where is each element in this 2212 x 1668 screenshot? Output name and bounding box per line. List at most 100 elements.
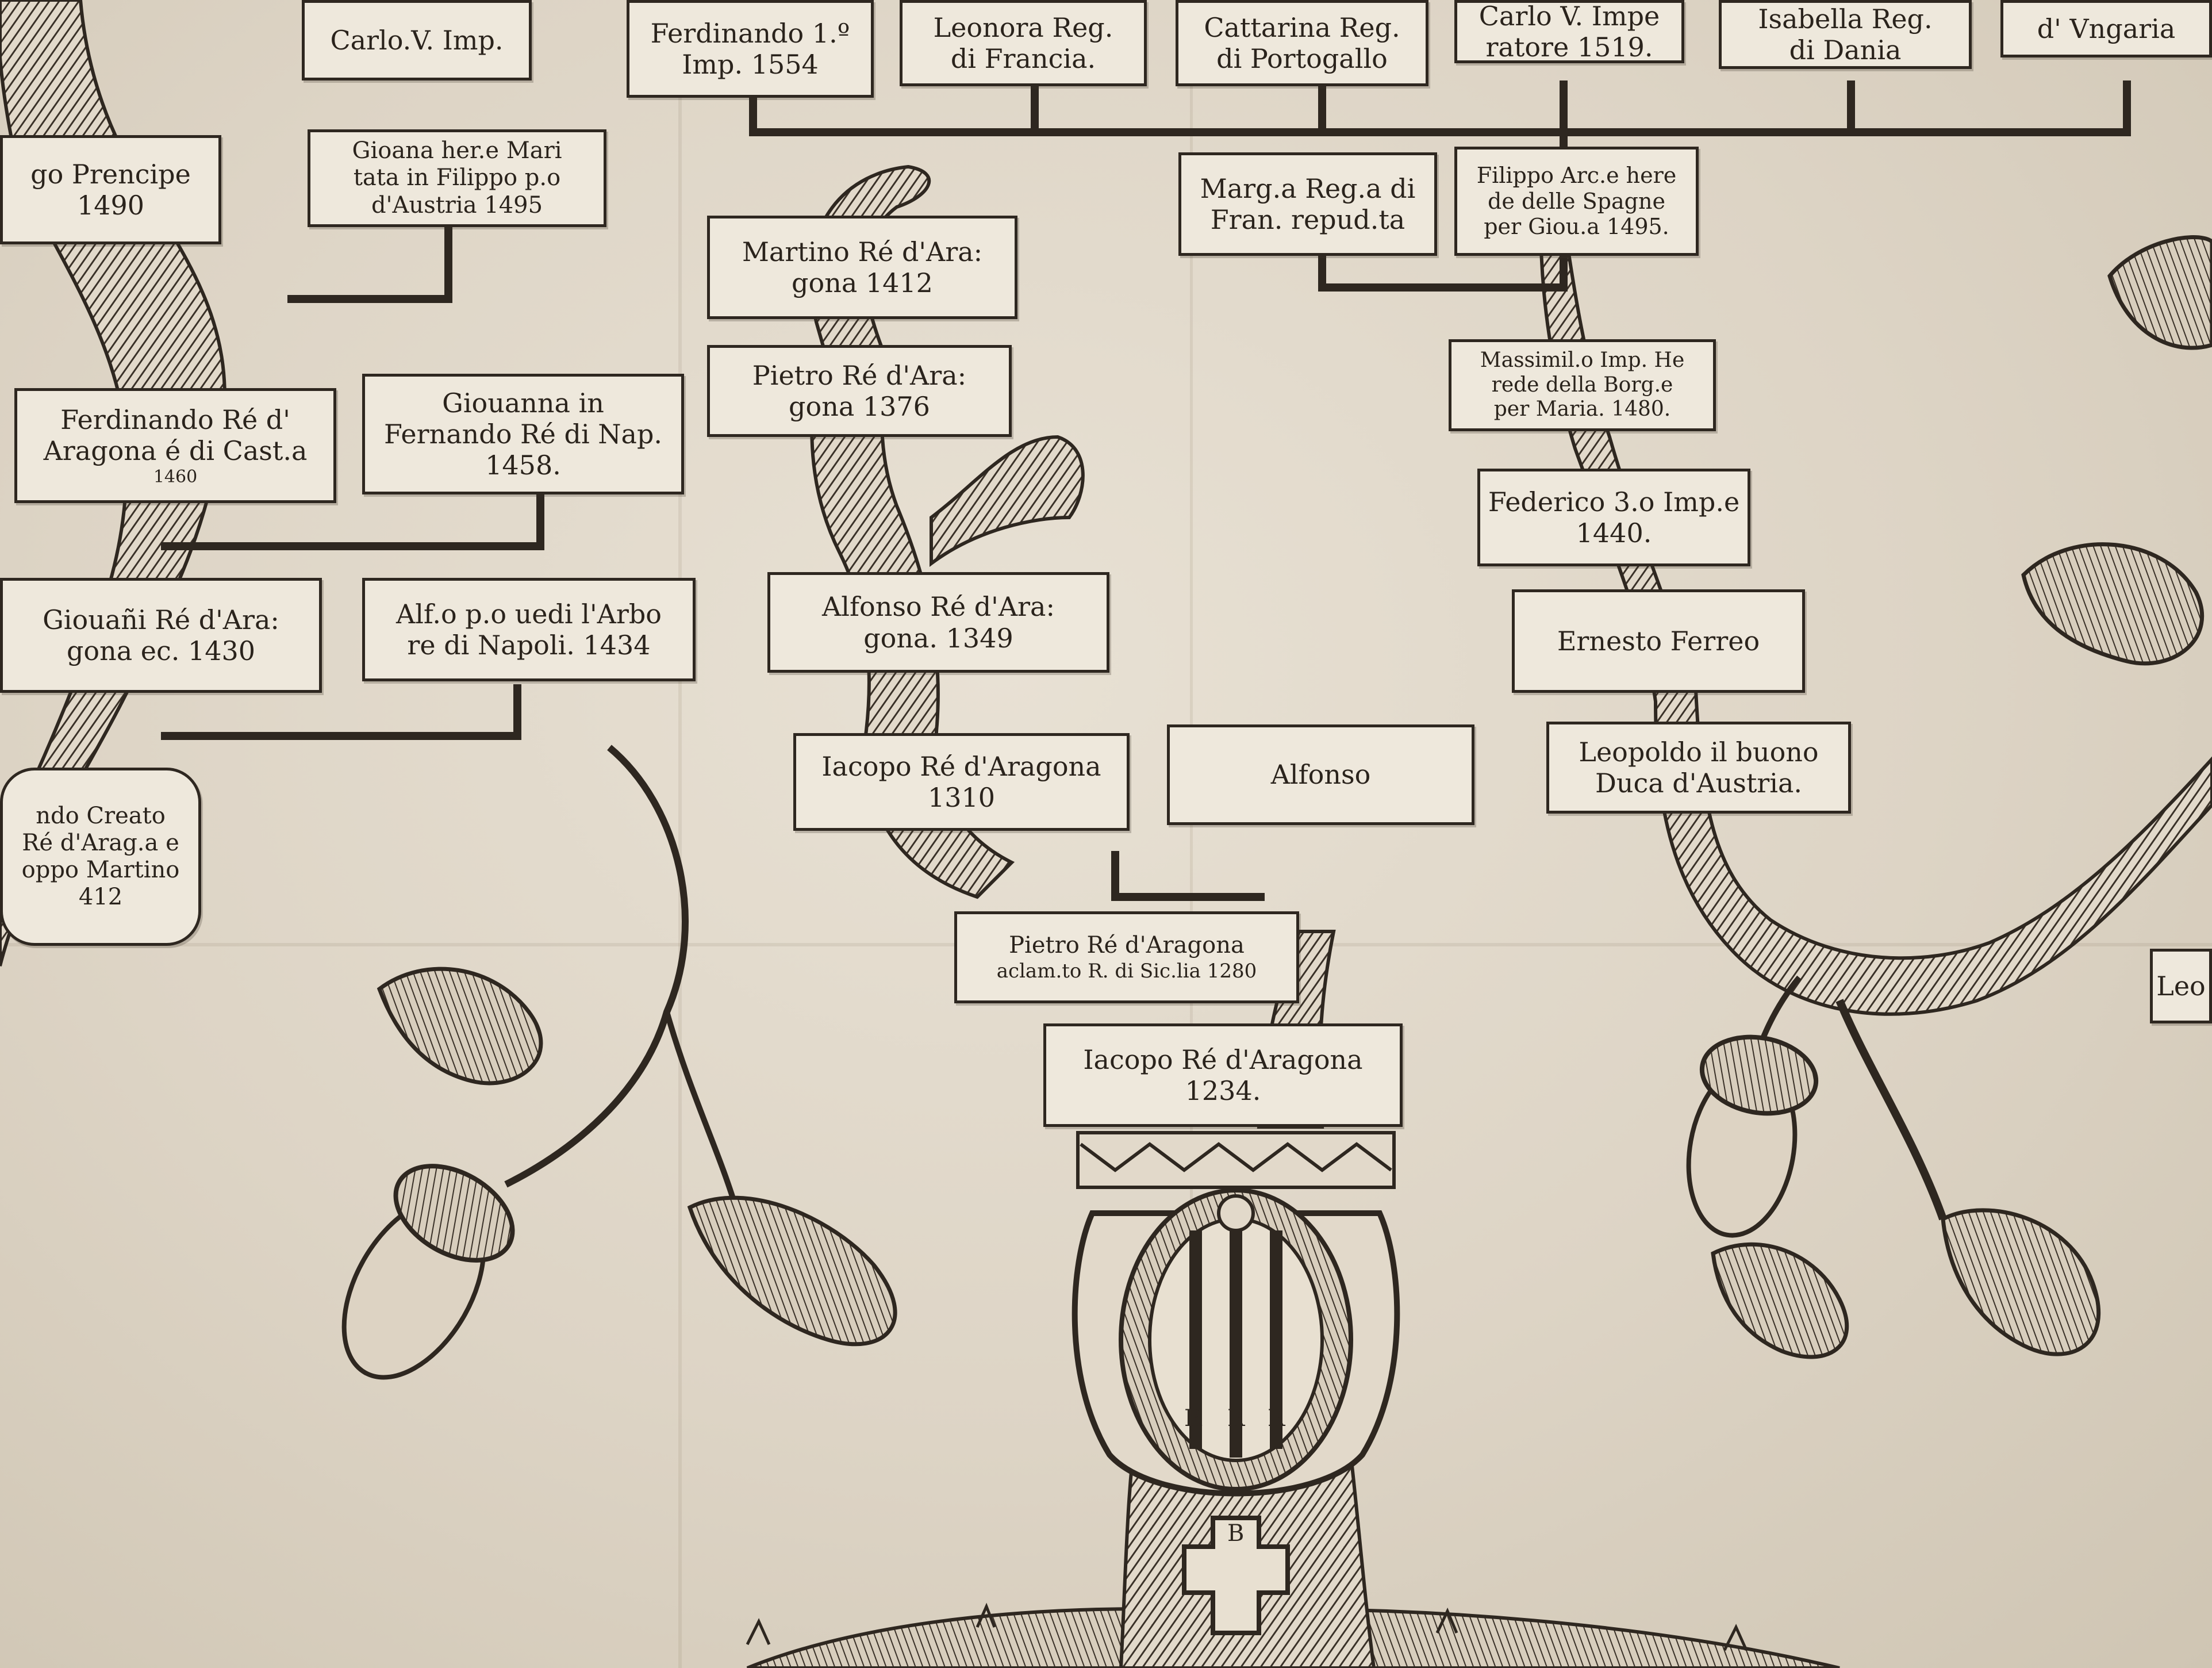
label-alfonso: Alfonso	[1167, 724, 1474, 825]
label-line: per Maria. 1480.	[1493, 397, 1671, 421]
label-line: Pietro Ré d'Aragona	[1009, 932, 1245, 959]
label-line: 1490	[76, 190, 145, 221]
label-line: Leopoldo il buono	[1579, 736, 1819, 768]
label-line: Marg.a Reg.a di	[1200, 172, 1416, 204]
label-alfonso-1349: Alfonso Ré d'Ara: gona. 1349	[767, 572, 1109, 673]
label-line: Duca d'Austria.	[1595, 768, 1803, 799]
label-carlo-v-imperatore: Carlo V. Impe ratore 1519.	[1454, 0, 1684, 63]
label-line: Carlo V. Impe	[1478, 0, 1660, 32]
paper-fold-vertical	[678, 0, 682, 1668]
label-line: di Portogallo	[1216, 43, 1388, 74]
label-line: tata in Filippo p.o	[353, 164, 561, 191]
label-gioana: Gioana her.e Mari tata in Filippo p.o d'…	[308, 129, 606, 227]
label-line: di Francia.	[950, 43, 1096, 74]
label-ernesto: Ernesto Ferreo	[1512, 589, 1805, 693]
label-line: Iacopo Ré d'Aragona	[821, 750, 1101, 782]
label-line: Isabella Reg.	[1758, 3, 1933, 34]
label-ferdinando-re: Ferdinando Ré d' Aragona é di Cast.a 146…	[14, 388, 336, 503]
label-line: Filippo Arc.e here	[1476, 162, 1677, 188]
label-line: Fran. repud.ta	[1210, 204, 1405, 235]
label-line: 1458.	[485, 450, 561, 481]
grass-tufts	[746, 1602, 1748, 1651]
label-line: 1440.	[1576, 517, 1652, 549]
shield-letter-3: R	[1268, 1405, 1286, 1432]
label-giovanna: Giouanna in Fernando Ré di Nap. 1458.	[362, 374, 684, 494]
label-line: Federico 3.o Imp.e	[1488, 486, 1740, 517]
cross-letter: B	[1227, 1520, 1244, 1547]
label-line: gona 1376	[789, 391, 930, 422]
label-leonora: Leonora Reg. di Francia.	[900, 0, 1147, 86]
label-line: 1234.	[1185, 1075, 1261, 1106]
label-ferdinando-creato: ndo Creato Ré d'Arag.a e oppo Martino 41…	[0, 768, 201, 946]
label-line: Imp. 1554	[682, 49, 819, 80]
shield-letter-2: R	[1227, 1405, 1246, 1432]
label-line: Ré d'Arag.a e	[22, 829, 179, 856]
label-leopoldo: Leopoldo il buono Duca d'Austria.	[1546, 722, 1851, 814]
label-line: Alfonso	[1270, 759, 1371, 791]
label-line: Aragona é di Cast.a	[43, 435, 308, 467]
label-line: Massimil.o Imp. He	[1480, 348, 1685, 373]
label-line: oppo Martino	[21, 857, 180, 883]
label-ferdinando-i-imp: Ferdinando 1.º Imp. 1554	[627, 0, 874, 98]
label-carlo-v-imp: Carlo.V. Imp.	[302, 0, 532, 80]
label-partial-right: Leo	[2150, 949, 2212, 1023]
label-massimiliano: Massimil.o Imp. He rede della Borg.e per…	[1449, 339, 1716, 431]
label-line: Gioana her.e Mari	[352, 137, 562, 164]
label-line: Ferdinando 1.º	[650, 17, 850, 49]
label-maria-vngaria: d' Vngaria	[2000, 0, 2212, 57]
label-iacopo-1310: Iacopo Ré d'Aragona 1310	[793, 733, 1130, 831]
label-cattarina: Cattarina Reg. di Portogallo	[1176, 0, 1428, 86]
label-filippo: Filippo Arc.e here de delle Spagne per G…	[1454, 147, 1699, 256]
label-line: Leonora Reg.	[933, 11, 1113, 43]
cut-stub	[930, 435, 1085, 567]
paper-fold-vertical-2	[1190, 0, 1193, 1668]
label-line: ratore 1519.	[1485, 32, 1653, 63]
aragon-coat-of-arms	[1072, 1131, 1400, 1635]
label-line: 412	[78, 884, 123, 911]
label-federico: Federico 3.o Imp.e 1440.	[1477, 469, 1750, 566]
label-line: Leo	[2156, 970, 2206, 1002]
label-isabella: Isabella Reg. di Dania	[1719, 0, 1972, 69]
label-line: go Prencipe	[30, 158, 191, 190]
label-line: aclam.to R. di Sic.lia 1280	[996, 959, 1257, 983]
label-iacopo-1234: Iacopo Ré d'Aragona 1234.	[1043, 1023, 1403, 1127]
label-pietro-1280: Pietro Ré d'Aragona aclam.to R. di Sic.l…	[954, 911, 1299, 1003]
label-pietro-1376: Pietro Ré d'Ara: gona 1376	[707, 345, 1012, 437]
label-line: Cattarina Reg.	[1204, 11, 1400, 43]
shield-letter-1: R	[1184, 1405, 1203, 1432]
label-line: ndo Creato	[36, 802, 166, 829]
label-line: re di Napoli. 1434	[407, 630, 651, 661]
label-line: Martino Ré d'Ara:	[742, 236, 983, 267]
label-line: 1460	[153, 466, 198, 487]
label-line: rede della Borg.e	[1491, 373, 1673, 397]
label-line: Fernando Ré di Nap.	[383, 418, 663, 450]
label-line: 1310	[927, 782, 996, 813]
connector-lines	[161, 80, 2131, 901]
label-line: Alf.o p.o uedi l'Arbo	[396, 598, 662, 630]
label-alfonso-v: Alf.o p.o uedi l'Arbo re di Napoli. 1434	[362, 578, 696, 681]
label-giovanni-re: Giouañi Ré d'Ara: gona ec. 1430	[0, 578, 322, 693]
label-line: di Dania	[1789, 34, 1902, 66]
label-line: Ferdinando Ré d'	[60, 404, 290, 436]
label-line: per Giou.a 1495.	[1484, 214, 1669, 240]
label-line: Giouañi Ré d'Ara:	[43, 604, 279, 635]
label-line: de delle Spagne	[1488, 188, 1665, 214]
right-twig	[1835, 999, 1947, 1221]
label-line: gona ec. 1430	[66, 635, 256, 666]
label-line: d'Austria 1495	[371, 191, 543, 218]
acorns-and-leaves	[341, 235, 2212, 1380]
label-line: d' Vngaria	[2037, 13, 2176, 44]
label-line: Pietro Ré d'Ara:	[752, 359, 967, 391]
label-line: Giouanna in	[442, 387, 604, 419]
label-line: Ernesto Ferreo	[1557, 625, 1760, 657]
label-line: gona 1412	[792, 267, 933, 298]
label-line: gona. 1349	[863, 622, 1013, 654]
label-line: Alfonso Ré d'Ara:	[822, 591, 1055, 623]
label-margherita: Marg.a Reg.a di Fran. repud.ta	[1178, 152, 1437, 256]
label-line: Carlo.V. Imp.	[330, 24, 504, 56]
label-martino: Martino Ré d'Ara: gona 1412	[707, 216, 1017, 319]
label-prencipe: go Prencipe 1490	[0, 135, 221, 244]
label-line: Iacopo Ré d'Aragona	[1083, 1044, 1363, 1075]
